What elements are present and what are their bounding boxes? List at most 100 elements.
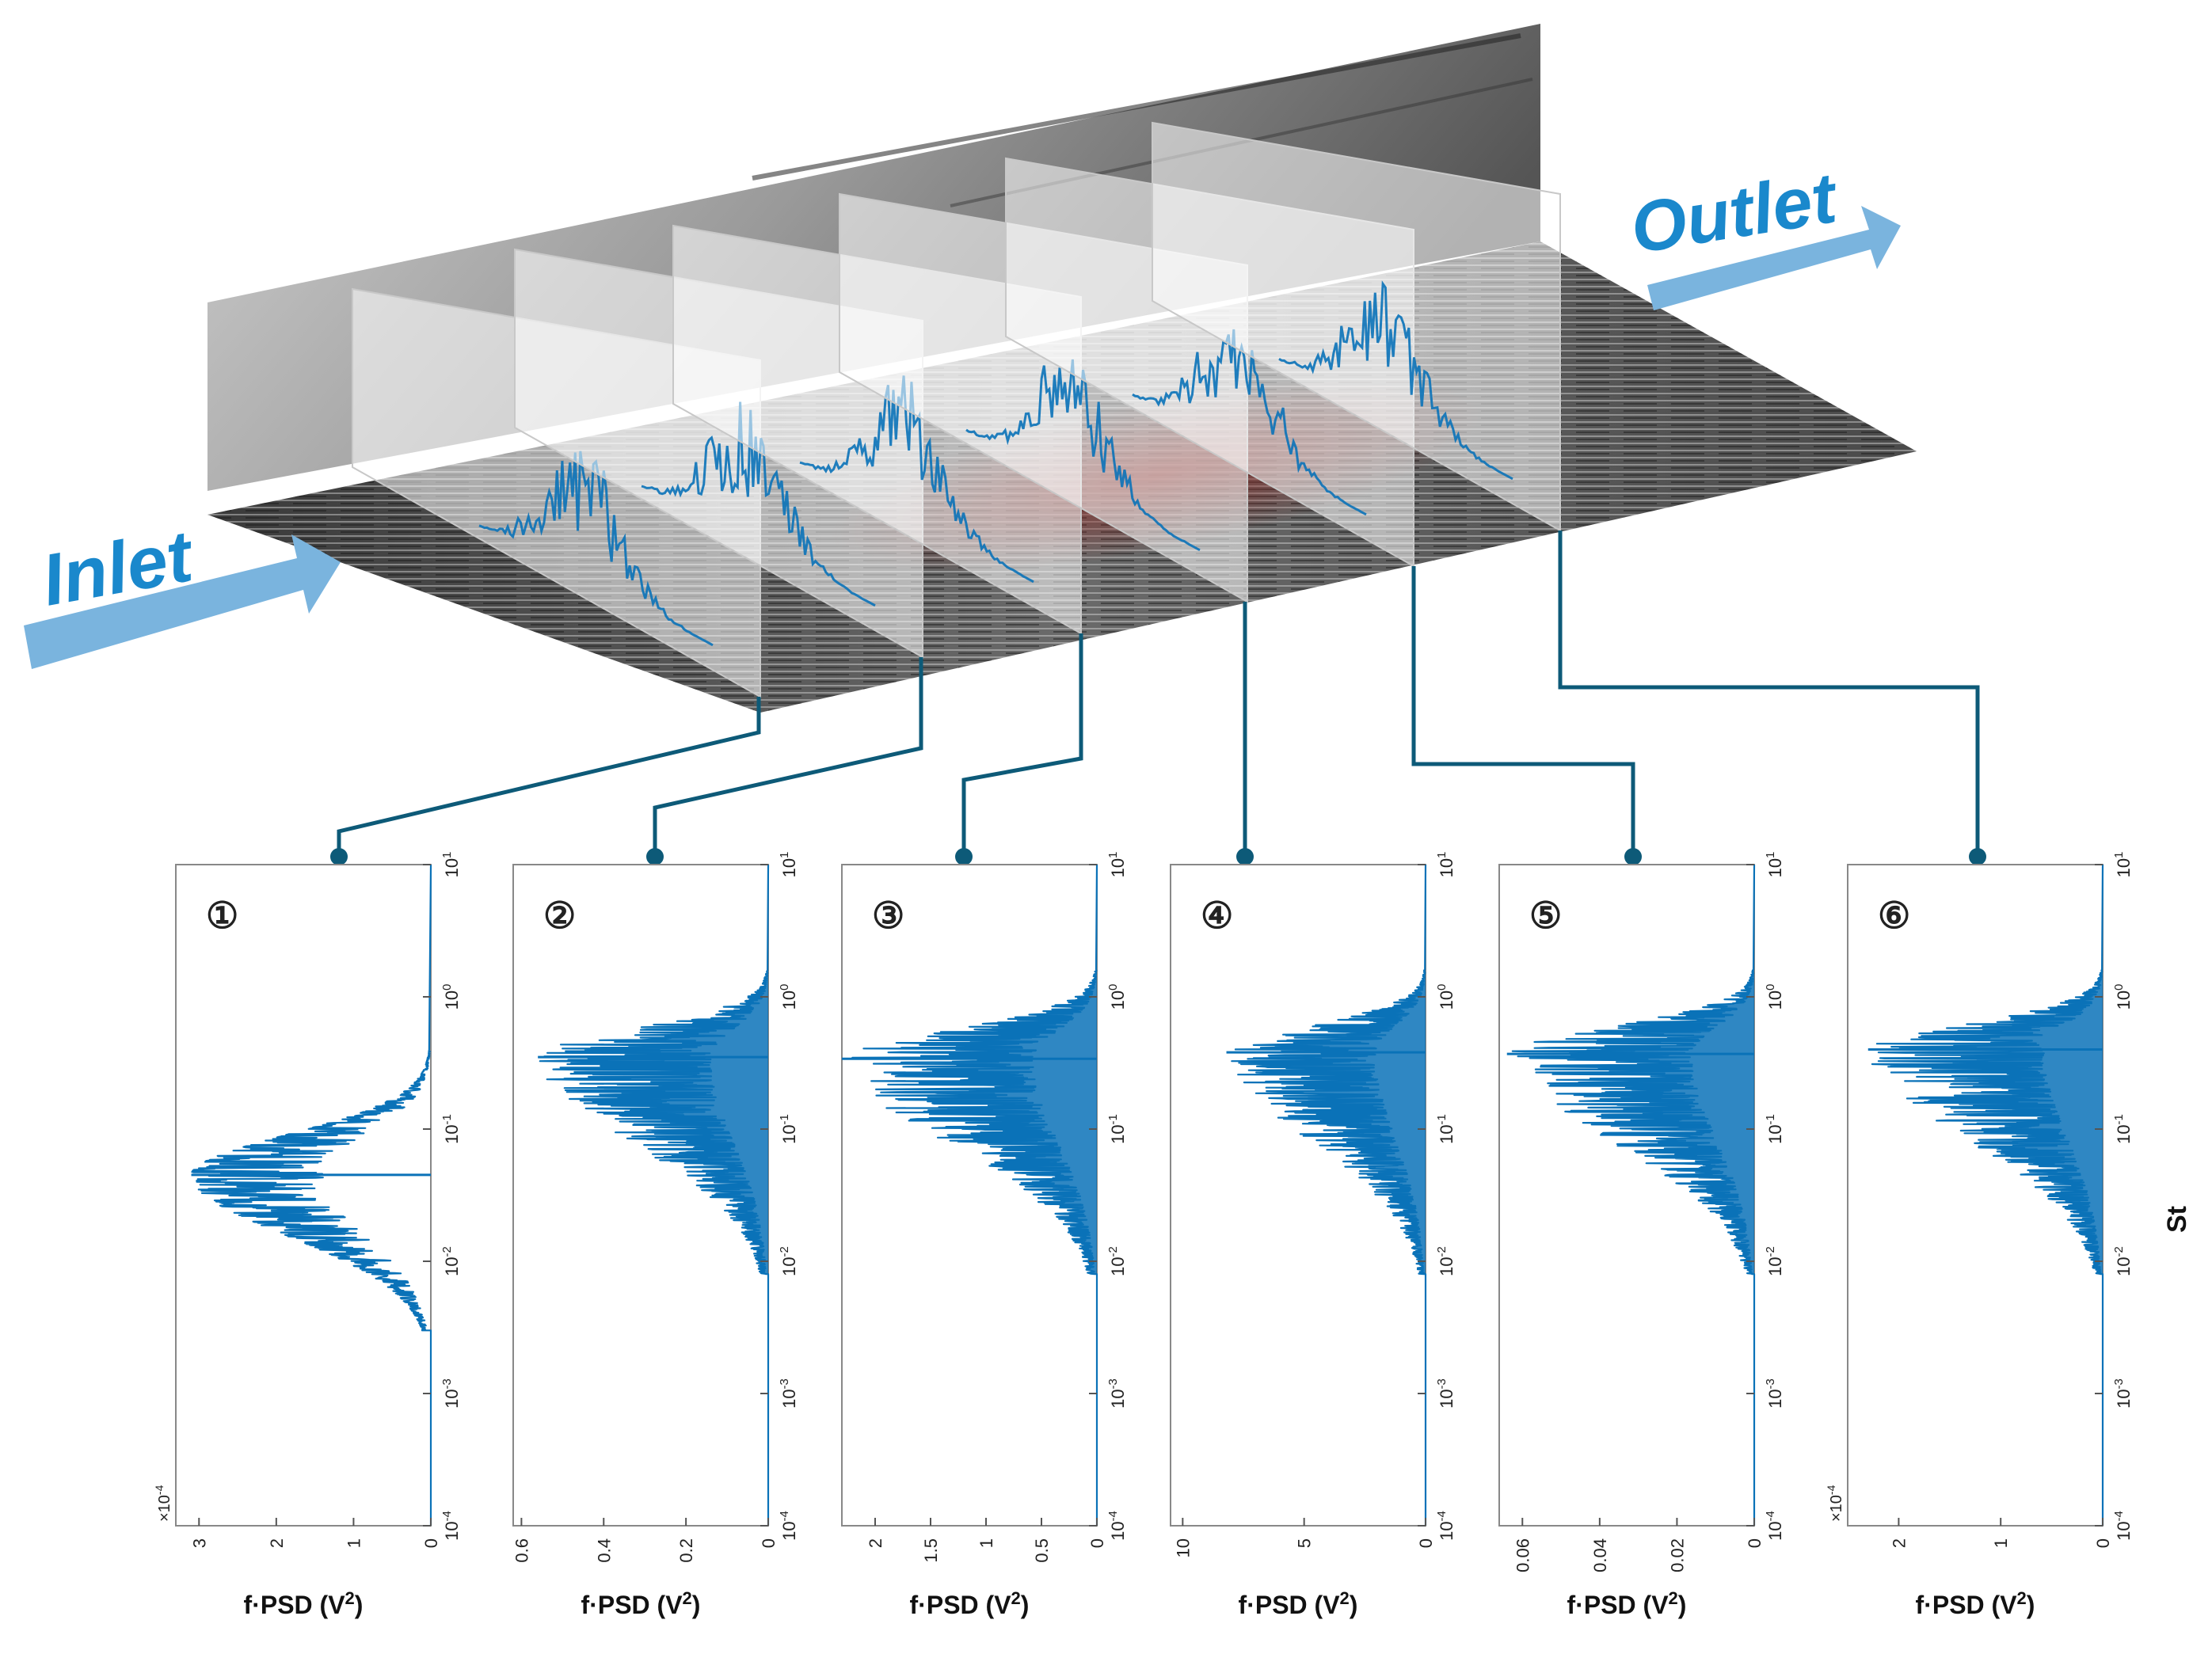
psd-spectrum-line <box>1231 864 1427 1526</box>
panel-number-label: ② <box>543 895 576 936</box>
spectrum-planes <box>352 121 1561 698</box>
y-tick-label: 10-1 <box>1764 1114 1785 1144</box>
connector-1 <box>337 697 761 857</box>
x-tick-label: 0 <box>421 1538 441 1548</box>
y-tick-label: 101 <box>1764 852 1785 878</box>
y-tick-label: 10-1 <box>1106 1114 1128 1144</box>
y-tick-label: 10-4 <box>1435 1511 1456 1541</box>
x-axis-title: f·PSD (V2) <box>1916 1588 2035 1619</box>
inlet-arrow: Inlet <box>24 515 341 669</box>
panel-frame <box>175 864 432 1527</box>
x-tick-label: 1 <box>1991 1538 2011 1548</box>
y-tick-label: 100 <box>1435 984 1456 1010</box>
x-tick-label: 0.02 <box>1667 1538 1687 1572</box>
connector-dot-1 <box>330 848 348 865</box>
y-tick-label: 10-2 <box>778 1246 799 1276</box>
y-tick-label: 10-1 <box>1435 1114 1456 1144</box>
connector-dot-4 <box>1236 848 1254 865</box>
x-tick-label: 0 <box>2093 1538 2113 1548</box>
y-tick-label: 10-2 <box>1106 1246 1128 1276</box>
x-tick-label: 1 <box>977 1538 996 1548</box>
panel-number-label: ⑤ <box>1529 895 1562 936</box>
connector-dot-6 <box>1969 848 1986 865</box>
x-tick-label: 3 <box>189 1538 209 1548</box>
y-tick-label: 10-4 <box>1106 1511 1128 1541</box>
y-tick-label: 10-1 <box>778 1114 799 1144</box>
y-tick-label: 10-2 <box>2112 1246 2134 1276</box>
connector-dot-3 <box>955 848 973 865</box>
x-multiplier-label: ×10-4 <box>1825 1485 1845 1522</box>
x-tick-label: 0 <box>1745 1538 1765 1548</box>
x-tick-label: 0 <box>1087 1538 1107 1548</box>
y-tick-label: 10-1 <box>2112 1114 2134 1144</box>
connector-3 <box>961 633 1083 857</box>
plane-spectrum <box>1132 329 1367 516</box>
x-axis-title: f·PSD (V2) <box>1239 1588 1358 1619</box>
psd-spectrum-line <box>539 864 770 1526</box>
x-axis-title: f·PSD (V2) <box>910 1588 1030 1619</box>
plane-spectrum <box>1278 280 1513 481</box>
psd-spectrum-line <box>851 864 1098 1526</box>
panel-number-label: ③ <box>872 895 904 936</box>
x-tick-label: 0.06 <box>1513 1538 1532 1572</box>
outlet-arrow: Outlet <box>1625 158 1901 310</box>
connector-5 <box>1411 566 1635 857</box>
y-tick-label: 100 <box>1764 984 1785 1010</box>
y-tick-label: 10-3 <box>1764 1378 1785 1409</box>
y-tick-label: 100 <box>2112 984 2134 1010</box>
connector-dot-2 <box>646 848 664 865</box>
panel-number-label: ④ <box>1201 895 1233 936</box>
y-tick-label: 10-3 <box>1106 1378 1128 1409</box>
x-axis-title: f·PSD (V2) <box>1567 1588 1687 1619</box>
psd-spectrum-line <box>1871 864 2104 1526</box>
y-tick-label: 100 <box>440 984 462 1010</box>
psd-panel-3: ③ 2 1.5 1 0.5 010-4 10-3 10-2 10-1 100 101 f·PSD (V… <box>841 852 1128 1619</box>
y-tick-label: 10-2 <box>440 1246 462 1276</box>
y-tick-label: 101 <box>2112 852 2134 878</box>
y-tick-label: 10-4 <box>2112 1511 2134 1541</box>
connector-lines <box>330 530 1986 865</box>
y-tick-label: 100 <box>1106 984 1128 1010</box>
x-tick-label: 1.5 <box>921 1538 941 1563</box>
x-tick-label: 0.2 <box>676 1538 696 1563</box>
y-tick-label: 101 <box>1106 852 1128 878</box>
connector-6 <box>1558 530 1980 857</box>
y-tick-label: 10-3 <box>2112 1378 2134 1409</box>
x-tick-label: 0.04 <box>1590 1538 1610 1572</box>
y-tick-label: 10-1 <box>440 1114 462 1144</box>
x-axis-title: f·PSD (V2) <box>244 1588 364 1619</box>
panel-number-label: ① <box>206 895 238 936</box>
y-tick-label: 100 <box>778 984 799 1010</box>
x-tick-label: 0.5 <box>1032 1538 1052 1563</box>
y-tick-label: 101 <box>778 852 799 878</box>
y-tick-label: 10-4 <box>778 1511 799 1541</box>
y-tick-label: 101 <box>1435 852 1456 878</box>
x-tick-label: 2 <box>1889 1538 1909 1548</box>
plane-spectrum <box>641 401 876 607</box>
y-tick-label: 10-4 <box>440 1511 462 1541</box>
y-tick-label: 10-2 <box>1764 1246 1785 1276</box>
y-tick-label: 10-2 <box>1435 1246 1456 1276</box>
y-axis-title: St <box>2162 1206 2192 1233</box>
connector-dot-5 <box>1624 848 1642 865</box>
x-tick-label: 5 <box>1295 1538 1315 1548</box>
x-tick-label: 0 <box>759 1538 779 1548</box>
y-tick-label: 10-3 <box>1435 1378 1456 1409</box>
x-multiplier-label: ×10-4 <box>153 1485 173 1522</box>
psd-spectrum-line <box>191 864 432 1526</box>
y-tick-label: 10-3 <box>440 1378 462 1409</box>
shock-line <box>752 33 1521 181</box>
x-tick-label: 0 <box>1416 1538 1436 1548</box>
x-tick-label: 2 <box>866 1538 885 1548</box>
psd-spectrum-line <box>1511 864 1756 1526</box>
x-axis-title: f·PSD (V2) <box>581 1588 701 1619</box>
y-tick-label: 10-3 <box>778 1378 799 1409</box>
inlet-arrow-shape <box>24 534 341 669</box>
x-tick-label: 0.4 <box>594 1538 614 1563</box>
